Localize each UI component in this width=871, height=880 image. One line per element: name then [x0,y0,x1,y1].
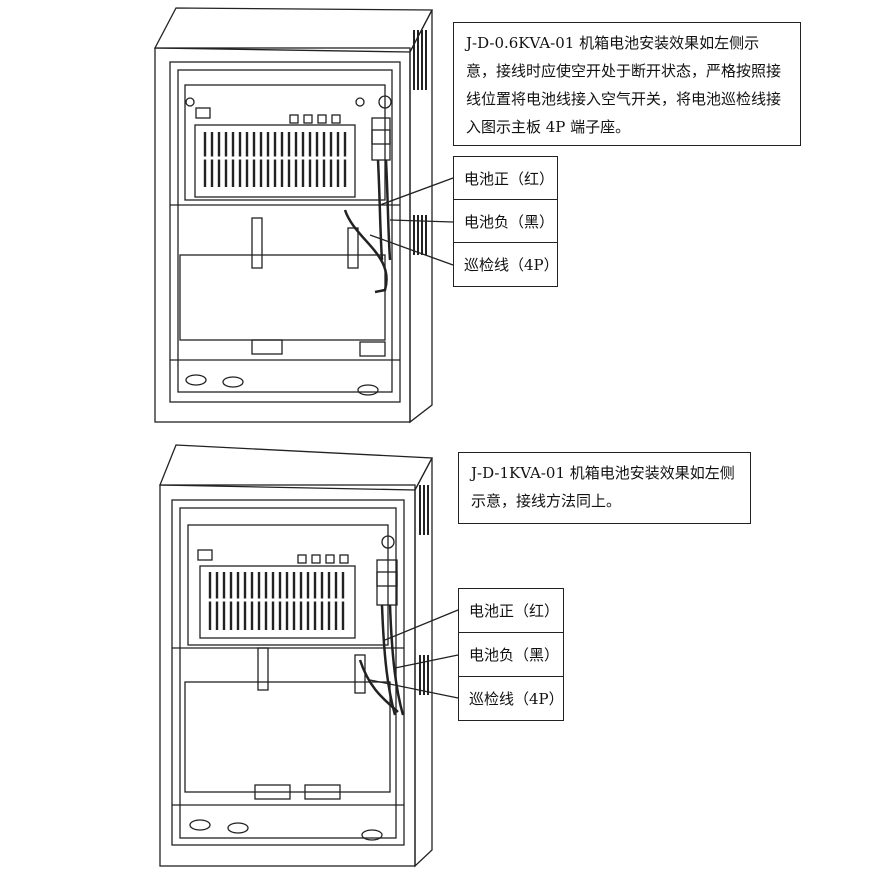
cabinet-1-inner-frame [169,61,401,403]
cabinet-2-battery [184,681,391,793]
cabinet-2-mount-plate [187,524,389,646]
cabinet-2-leader-lines [369,609,459,699]
cabinet-1-air-switch [371,117,391,161]
label-inspection-wire-2: 巡检线（4P） [458,676,564,721]
diagram-1-note: J-D-0.6KVA-01 机箱电池安装效果如左侧示意，接线时应使空开处于断开状… [453,22,801,146]
cabinet-1 [153,7,454,424]
cabinet-1-top [153,7,434,53]
cabinet-2-side-vent [419,485,429,695]
cabinet-2-battery-wires [358,604,405,716]
cabinet-1-leader-lines [369,177,454,266]
cabinet-1-battery-wires [343,159,392,294]
diagram-2-note: J-D-1KVA-01 机箱电池安装效果如左侧示意，接线方法同上。 [458,452,751,524]
cabinet-2 [159,444,459,868]
label-battery-positive-2: 电池正（红） [458,588,564,633]
cabinet-2-top [159,444,434,491]
cabinet-2-air-switch [376,559,398,606]
label-battery-negative-1: 电池负（黑） [453,199,558,243]
cabinet-2-inverter-grille [199,565,356,639]
label-battery-positive-1: 电池正（红） [453,156,558,200]
cabinet-1-inverter-grille [194,124,356,198]
cabinet-1-grille-slots [200,132,350,187]
cabinet-1-side-vent [413,30,427,255]
label-battery-negative-2: 电池负（黑） [458,632,564,677]
cabinet-1-mount-plate [184,84,386,201]
cabinet-2-front [159,484,416,867]
label-inspection-wire-1: 巡检线（4P） [453,242,559,287]
cabinet-2-grille-slots [205,572,350,630]
cabinet-2-inner-frame [171,499,405,846]
cabinet-1-front [154,47,411,423]
